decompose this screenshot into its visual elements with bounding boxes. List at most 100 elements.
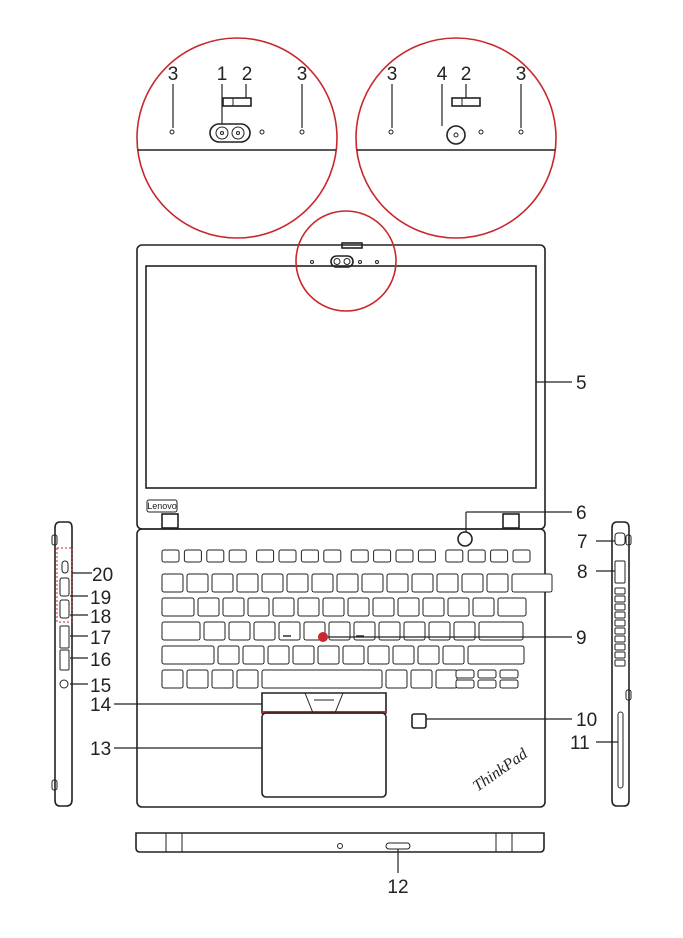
keyboard-key[interactable] xyxy=(378,621,401,641)
keyboard-key[interactable] xyxy=(395,549,414,563)
keyboard-key[interactable] xyxy=(317,645,340,665)
keyboard-key[interactable] xyxy=(311,573,334,593)
keyboard-key[interactable] xyxy=(347,597,370,617)
keyboard-key[interactable] xyxy=(242,645,265,665)
keyboard-key[interactable] xyxy=(436,573,459,593)
keyboard-key[interactable] xyxy=(497,597,527,617)
keyboard-key[interactable] xyxy=(217,645,240,665)
keyboard-key[interactable] xyxy=(206,549,225,563)
keyboard-key[interactable] xyxy=(512,549,531,563)
keyboard-key[interactable] xyxy=(161,549,180,563)
keyboard-key[interactable] xyxy=(236,669,259,689)
keyboard-key[interactable] xyxy=(323,549,342,563)
keyboard-key[interactable] xyxy=(385,669,408,689)
callout-9: 9 xyxy=(576,628,587,649)
keyboard-key[interactable] xyxy=(435,669,458,689)
keyboard-key[interactable] xyxy=(186,573,209,593)
keyboard-key[interactable] xyxy=(161,573,184,593)
keyboard-key[interactable] xyxy=(261,669,383,689)
keyboard-key[interactable] xyxy=(211,573,234,593)
keyboard-key[interactable] xyxy=(278,621,301,641)
callout-19: 19 xyxy=(90,588,111,609)
keyboard-key[interactable] xyxy=(367,645,390,665)
keyboard-key[interactable] xyxy=(186,669,209,689)
keyboard-key[interactable] xyxy=(197,597,220,617)
keyboard-key[interactable] xyxy=(486,573,509,593)
keyboard-key[interactable] xyxy=(455,679,475,689)
keyboard-key[interactable] xyxy=(336,573,359,593)
keyboard-key[interactable] xyxy=(511,573,553,593)
keyboard-key[interactable] xyxy=(455,669,475,679)
keyboard-key[interactable] xyxy=(361,573,384,593)
keyboard-key[interactable] xyxy=(228,549,247,563)
ethernet-extension-port xyxy=(59,599,70,619)
keyboard-key[interactable] xyxy=(272,597,295,617)
ir-camera-housing xyxy=(330,255,354,268)
callout-3: 3 xyxy=(168,64,179,85)
keyboard-key[interactable] xyxy=(211,669,234,689)
keyboard-key[interactable] xyxy=(445,549,464,563)
keyboard-key[interactable] xyxy=(422,597,445,617)
fingerprint-reader-icon[interactable] xyxy=(411,713,427,729)
keyboard-key[interactable] xyxy=(292,645,315,665)
keyboard-key[interactable] xyxy=(477,679,497,689)
keyboard-key[interactable] xyxy=(161,597,195,617)
keyboard-key[interactable] xyxy=(286,573,309,593)
keyboard-key[interactable] xyxy=(477,669,497,679)
fan-louver xyxy=(614,651,626,659)
keyboard-key[interactable] xyxy=(428,621,451,641)
keyboard-key[interactable] xyxy=(328,621,351,641)
camera-lens-icon xyxy=(333,258,341,265)
keyboard-key[interactable] xyxy=(300,549,319,563)
keyboard-key[interactable] xyxy=(472,597,495,617)
keyboard-key[interactable] xyxy=(397,597,420,617)
callout-2: 2 xyxy=(242,64,253,85)
power-button-icon[interactable] xyxy=(457,531,473,547)
keyboard-key[interactable] xyxy=(410,669,433,689)
keyboard-key[interactable] xyxy=(490,549,509,563)
keyboard-key[interactable] xyxy=(161,645,215,665)
keyboard-key[interactable] xyxy=(453,621,476,641)
keyboard-key[interactable] xyxy=(297,597,320,617)
keyboard-key[interactable] xyxy=(261,573,284,593)
keyboard-key[interactable] xyxy=(342,645,365,665)
keyboard-key[interactable] xyxy=(278,549,297,563)
keyboard-key[interactable] xyxy=(442,645,465,665)
callout-20: 20 xyxy=(92,565,113,586)
keyboard-key[interactable] xyxy=(236,573,259,593)
keyboard-key[interactable] xyxy=(222,597,245,617)
keyboard-key[interactable] xyxy=(161,669,184,689)
keyboard-key[interactable] xyxy=(183,549,202,563)
trackpoint-buttons[interactable] xyxy=(261,692,387,714)
trackpoint-icon[interactable] xyxy=(318,632,328,642)
keyboard-key[interactable] xyxy=(417,645,440,665)
keyboard-key[interactable] xyxy=(392,645,415,665)
keyboard-key[interactable] xyxy=(322,597,345,617)
lenovo-logo: Lenovo xyxy=(147,501,177,511)
keyboard-key[interactable] xyxy=(267,645,290,665)
keyboard-key[interactable] xyxy=(247,597,270,617)
keyboard-key[interactable] xyxy=(461,573,484,593)
keyboard-key[interactable] xyxy=(467,645,525,665)
keyboard-key[interactable] xyxy=(411,573,434,593)
keyboard-key[interactable] xyxy=(403,621,426,641)
keyboard-key[interactable] xyxy=(499,669,519,679)
keyboard-key[interactable] xyxy=(386,573,409,593)
keyboard-key[interactable] xyxy=(350,549,369,563)
keyboard-key[interactable] xyxy=(256,549,275,563)
keyboard-key[interactable] xyxy=(228,621,251,641)
keyboard-key[interactable] xyxy=(499,679,519,689)
keyboard-key[interactable] xyxy=(161,621,201,641)
keyboard-key[interactable] xyxy=(373,549,392,563)
keyboard-key[interactable] xyxy=(417,549,436,563)
keyboard-key[interactable] xyxy=(467,549,486,563)
usb-c-port xyxy=(61,560,69,574)
keyboard-key[interactable] xyxy=(447,597,470,617)
touchpad[interactable] xyxy=(261,712,387,798)
keyboard-key[interactable] xyxy=(372,597,395,617)
keyboard-key[interactable] xyxy=(478,621,524,641)
usb-c-port xyxy=(59,577,70,597)
keyboard-key[interactable] xyxy=(203,621,226,641)
callout-15: 15 xyxy=(90,676,111,697)
keyboard-key[interactable] xyxy=(253,621,276,641)
